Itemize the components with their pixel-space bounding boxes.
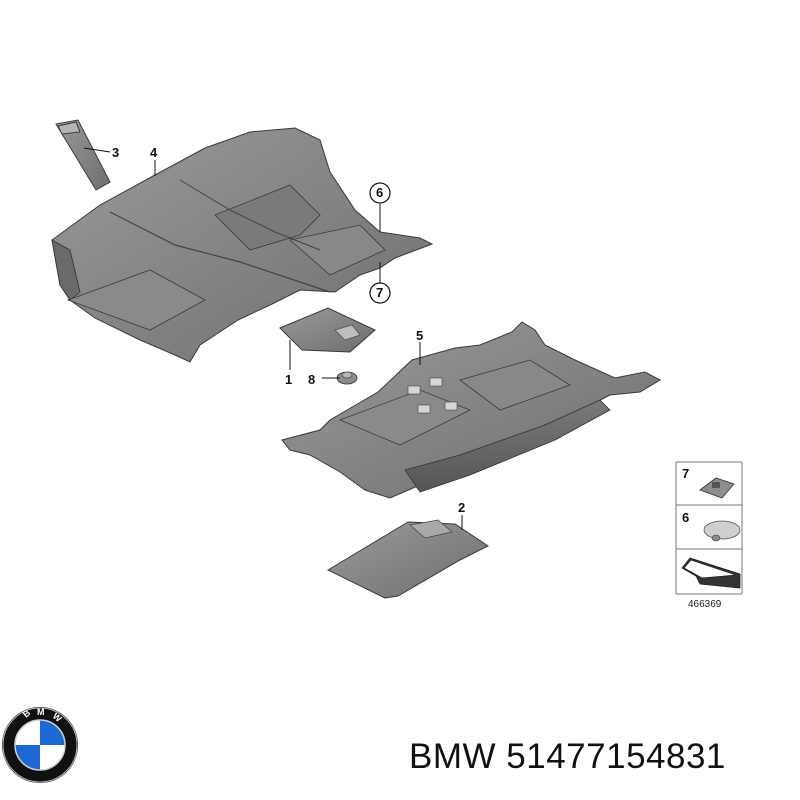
brand-name: BMW — [409, 737, 497, 776]
callout-3: 3 — [112, 145, 119, 160]
fastener-legend: 7 6 466369 — [675, 461, 743, 610]
part-3-trim-strip — [55, 119, 111, 191]
cap-icon — [703, 520, 741, 542]
callout-labels: 3 4 6 7 1 8 5 2 — [112, 145, 465, 515]
leader-lines — [83, 147, 463, 530]
callout-6-ring — [369, 182, 391, 204]
bmw-logo: B M W — [2, 707, 78, 783]
svg-text:B: B — [21, 707, 33, 719]
part-5-rear-carpet — [281, 321, 662, 499]
legend-label-6: 6 — [682, 510, 689, 525]
callout-8: 8 — [308, 372, 315, 387]
callout-7-ring — [369, 282, 391, 304]
diagram-code: 466369 — [688, 599, 722, 610]
felt-pad-icon — [681, 557, 741, 589]
callout-7: 7 — [376, 285, 383, 300]
callout-4: 4 — [150, 145, 158, 160]
legend-label-7: 7 — [682, 466, 689, 481]
part-number: 51477154831 — [506, 737, 726, 776]
footer-part-label: BMW 51477154831 — [409, 737, 726, 777]
callout-1: 1 — [285, 372, 292, 387]
part-1-mat — [279, 307, 376, 353]
part-8-fastener — [336, 371, 358, 385]
callout-2: 2 — [458, 500, 465, 515]
callout-5: 5 — [416, 328, 423, 343]
part-4-front-carpet — [51, 127, 434, 363]
svg-text:M: M — [37, 707, 45, 717]
part-2-trunk-mat — [326, 519, 489, 599]
clip-icon — [699, 477, 735, 499]
callout-6: 6 — [376, 185, 383, 200]
